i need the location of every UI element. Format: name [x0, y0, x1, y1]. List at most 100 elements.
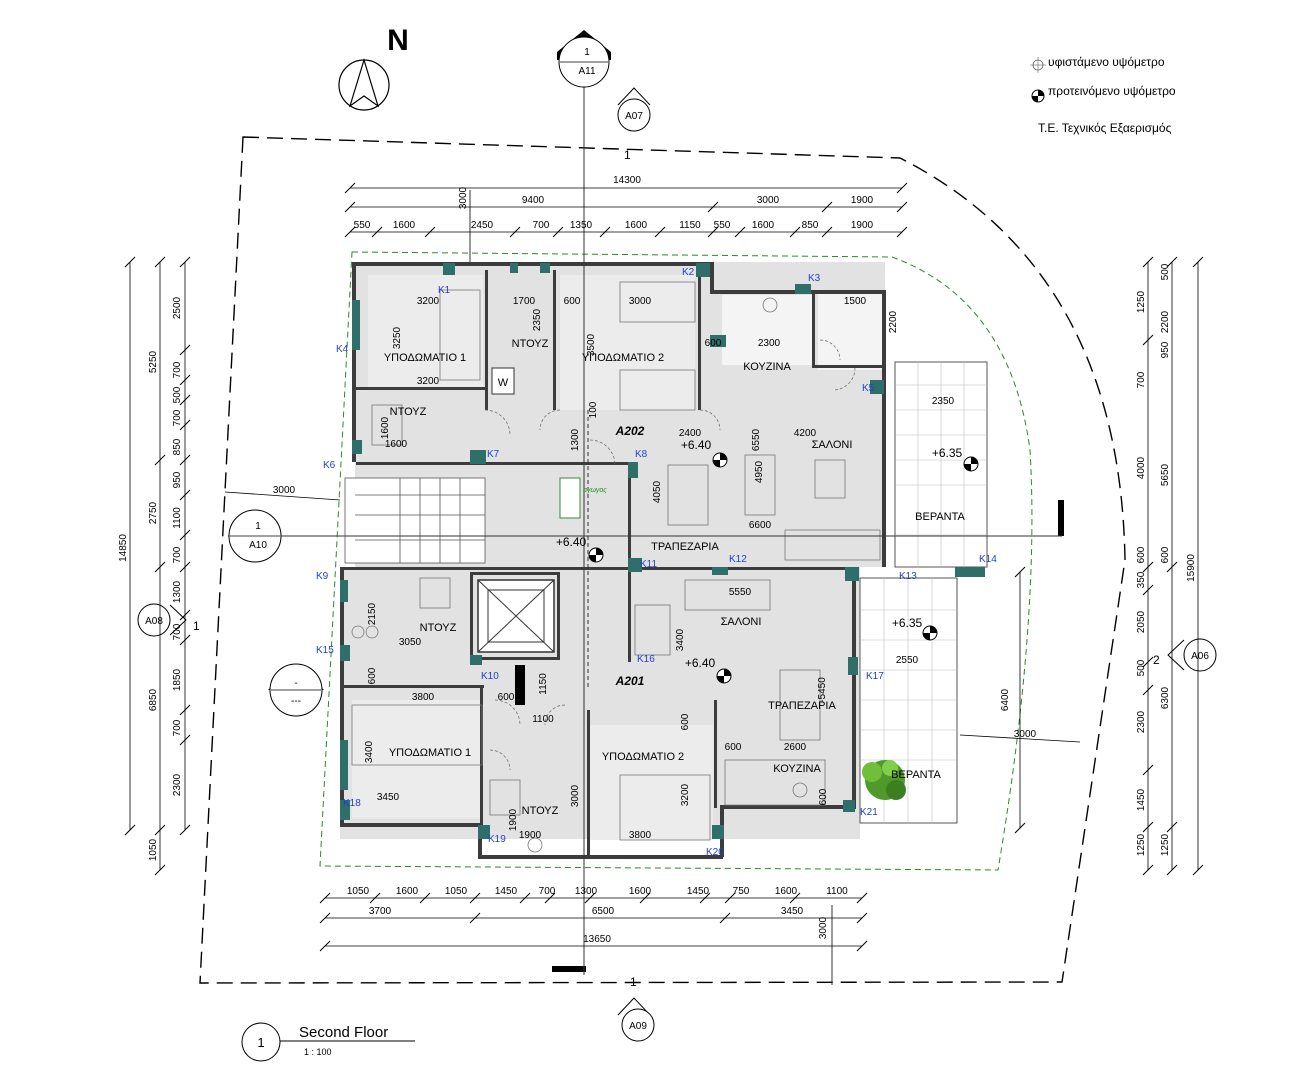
- window-tags: K1 K2 K3 K4 K5 K6 K7 K8 K9 K10 K11 K12 K…: [316, 267, 997, 858]
- svg-text:+6.40: +6.40: [685, 656, 716, 670]
- svg-text:1: 1: [584, 47, 590, 58]
- level-marker-stair: +6.40: [556, 535, 604, 563]
- svg-text:1300: 1300: [570, 428, 581, 451]
- svg-text:A06: A06: [1191, 651, 1209, 662]
- svg-text:3000: 3000: [818, 916, 829, 939]
- svg-text:3200: 3200: [417, 296, 440, 307]
- svg-text:1600: 1600: [380, 416, 391, 439]
- elevation-marker-right: A06: [1167, 638, 1217, 672]
- svg-text:350: 350: [1136, 571, 1147, 588]
- svg-text:2400: 2400: [679, 428, 702, 439]
- title-number: 1: [257, 1035, 264, 1050]
- boundary-right-label: 2: [1153, 653, 1160, 667]
- room-a201-kitchen: ΚΟΥΖΙΝΑ: [773, 763, 821, 775]
- svg-text:1500: 1500: [844, 296, 867, 307]
- svg-text:1600: 1600: [385, 439, 408, 450]
- svg-text:3700: 3700: [369, 906, 392, 917]
- dim-right-overall: 15900: [1186, 554, 1197, 582]
- svg-text:2300: 2300: [172, 773, 183, 796]
- svg-text:2300: 2300: [758, 338, 781, 349]
- room-a201-living: ΣΑΛΟΝΙ: [721, 616, 762, 628]
- svg-text:1050: 1050: [148, 838, 159, 861]
- svg-text:1050: 1050: [347, 886, 370, 897]
- dim-left-overall: 14850: [118, 534, 129, 562]
- svg-text:A11: A11: [578, 66, 595, 77]
- svg-text:3400: 3400: [364, 740, 375, 763]
- svg-text:A10: A10: [249, 540, 267, 551]
- svg-text:1700: 1700: [513, 296, 536, 307]
- svg-text:2450: 2450: [471, 220, 494, 231]
- svg-text:550: 550: [714, 220, 731, 231]
- window-tag: K21: [860, 807, 878, 818]
- svg-text:1900: 1900: [508, 808, 519, 831]
- svg-text:1100: 1100: [532, 714, 554, 725]
- svg-text:2350: 2350: [532, 308, 543, 331]
- svg-text:4050: 4050: [652, 480, 663, 503]
- svg-text:3000: 3000: [629, 296, 652, 307]
- svg-text:2600: 2600: [784, 742, 807, 753]
- window-tag: K8: [635, 449, 648, 460]
- north-label: N: [387, 24, 409, 57]
- svg-text:1450: 1450: [495, 886, 518, 897]
- boundary-top-label: 1: [624, 148, 631, 162]
- svg-text:---: ---: [291, 696, 301, 707]
- dim-bottom-overall: 13650: [583, 934, 611, 945]
- tree-icon: [862, 760, 906, 800]
- svg-text:3200: 3200: [680, 783, 691, 806]
- building: [340, 262, 1064, 972]
- svg-text:3000: 3000: [570, 784, 581, 807]
- level-marker-a201: +6.40: [685, 656, 732, 684]
- window-tag: K1: [438, 285, 451, 296]
- svg-text:2200: 2200: [888, 310, 899, 333]
- svg-text:750: 750: [733, 886, 750, 897]
- svg-text:3000: 3000: [273, 485, 296, 496]
- svg-text:5550: 5550: [729, 587, 752, 598]
- existing-level-icon: [1030, 57, 1046, 73]
- dimension-ticks: [124, 182, 1204, 952]
- svg-text:+6.35: +6.35: [892, 616, 923, 630]
- wardrobe-label: W: [498, 377, 509, 389]
- elevation-marker-bottom: A09: [617, 997, 655, 1042]
- level-marker-veranda-bottom: +6.35: [892, 616, 938, 641]
- svg-text:4950: 4950: [754, 460, 765, 483]
- svg-text:600: 600: [705, 338, 722, 349]
- svg-text:3800: 3800: [629, 830, 652, 841]
- room-a201-bedroom-2: ΥΠΟΔΩΜΑΤΙΟ 2: [602, 751, 684, 763]
- room-a201-dining: ΤΡΑΠΕΖΑΡΙΑ: [768, 700, 836, 712]
- svg-text:4000: 4000: [1136, 456, 1147, 479]
- svg-text:+6.40: +6.40: [681, 438, 712, 452]
- svg-text:6550: 6550: [751, 428, 762, 451]
- room-a202-wc: ΝΤΟΥΖ: [390, 406, 427, 418]
- window-tag: K4: [336, 344, 349, 355]
- svg-text:1: 1: [255, 521, 261, 532]
- room-a201-shower: ΝΤΟΥΖ: [420, 622, 457, 634]
- svg-text:6850: 6850: [148, 688, 159, 711]
- window-tag: K6: [323, 460, 336, 471]
- legend-hvac-note: Τ.Ε. Τεχνικός Εξαερισμός: [1038, 121, 1172, 135]
- svg-text:600: 600: [818, 788, 829, 805]
- section-marker-left-lower: - ---: [268, 663, 324, 717]
- window-tag: K7: [487, 449, 500, 460]
- svg-text:2300: 2300: [1136, 710, 1147, 733]
- section-marker-left: 1 A10: [228, 509, 282, 563]
- room-a202-veranda: ΒΕΡΑΝΤΑ: [915, 511, 965, 523]
- svg-text:3000: 3000: [757, 195, 780, 206]
- svg-text:2350: 2350: [932, 396, 955, 407]
- room-a202-bedroom-1: ΥΠΟΔΩΜΑΤΙΟ 1: [384, 352, 466, 364]
- svg-text:700: 700: [172, 546, 183, 563]
- window-tag: K20: [706, 847, 724, 858]
- svg-text:-5450: -5450: [817, 677, 828, 703]
- svg-text:1900: 1900: [519, 830, 542, 841]
- level-marker-a202: +6.40: [681, 438, 728, 468]
- window-tag: K18: [343, 798, 361, 809]
- legend: υφιστάμενο υψόμετρο προτεινόμενο υψόμετρ…: [1030, 55, 1176, 135]
- window-tag: K2: [682, 267, 695, 278]
- svg-text:1300: 1300: [172, 580, 183, 603]
- boundary-left-label: 1: [193, 619, 200, 633]
- svg-text:600: 600: [725, 742, 742, 753]
- svg-text:3050: 3050: [399, 637, 422, 648]
- svg-text:+6.40: +6.40: [556, 535, 587, 549]
- apartment-a201-label: A201: [615, 674, 645, 688]
- window-tag: K16: [637, 654, 655, 665]
- room-a202-bedroom-2: ΥΠΟΔΩΜΑΤΙΟ 2: [582, 352, 664, 364]
